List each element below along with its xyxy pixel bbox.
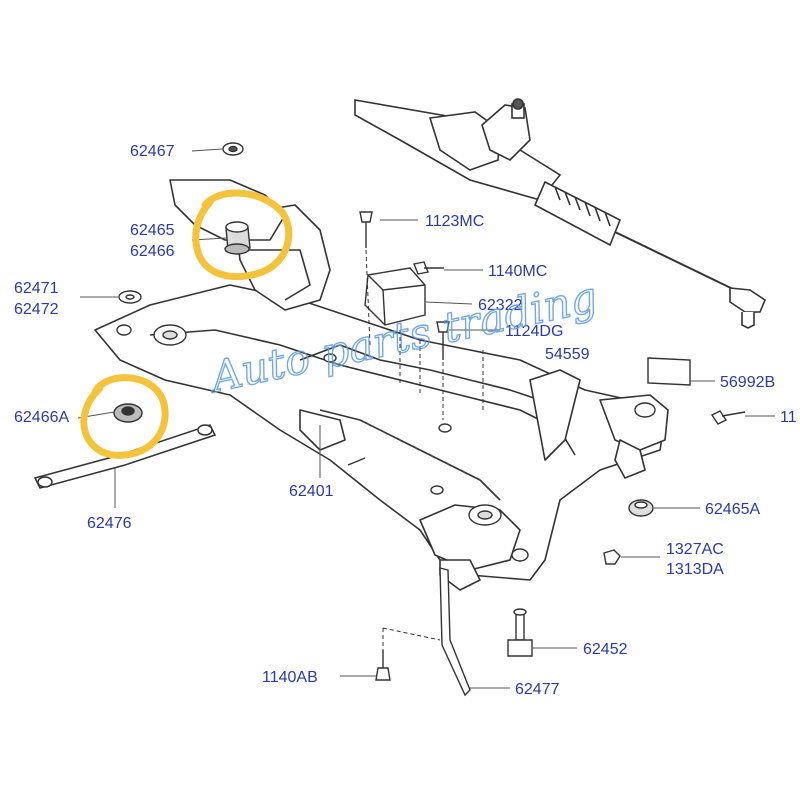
crossmember-frame xyxy=(94,179,669,591)
highlight-upper-bushing xyxy=(192,189,293,281)
highlight-circles xyxy=(80,189,293,459)
label-62322: 62322 xyxy=(478,297,523,314)
label-62401: 62401 xyxy=(289,483,334,500)
small-parts xyxy=(118,211,746,697)
label-56992b: 56992B xyxy=(720,374,775,391)
leader-lines xyxy=(77,148,775,689)
label-62477: 62477 xyxy=(515,681,560,698)
label-62465: 62465 xyxy=(130,222,175,239)
dashed-lines xyxy=(365,249,484,650)
part-labels: 62467 62465 62466 62471 62472 62466A 624… xyxy=(14,143,797,698)
label-62472: 62472 xyxy=(14,301,59,318)
label-1327ac: 1327AC xyxy=(666,541,724,558)
label-1313da: 1313DA xyxy=(666,561,724,578)
label-11: 11 xyxy=(780,409,797,426)
label-62466: 62466 xyxy=(130,243,175,260)
label-62476: 62476 xyxy=(87,515,132,532)
label-1124dg: 1124DG xyxy=(505,323,563,340)
label-62467: 62467 xyxy=(130,143,175,160)
label-1140mc: 1140MC xyxy=(488,263,547,280)
steering-gear-box xyxy=(354,98,766,329)
label-62452: 62452 xyxy=(583,641,628,658)
lower-bushing xyxy=(113,403,143,423)
upper-bushing xyxy=(224,221,251,255)
label-1123mc: 1123MC xyxy=(425,213,484,230)
highlight-lower-bushing xyxy=(80,374,169,459)
label-54559: 54559 xyxy=(545,346,590,363)
frame-holes xyxy=(116,142,656,562)
label-1140ab: 1140AB xyxy=(262,669,318,686)
label-62465a: 62465A xyxy=(705,501,760,518)
label-62471: 62471 xyxy=(14,280,59,297)
label-62466a: 62466A xyxy=(14,409,69,426)
